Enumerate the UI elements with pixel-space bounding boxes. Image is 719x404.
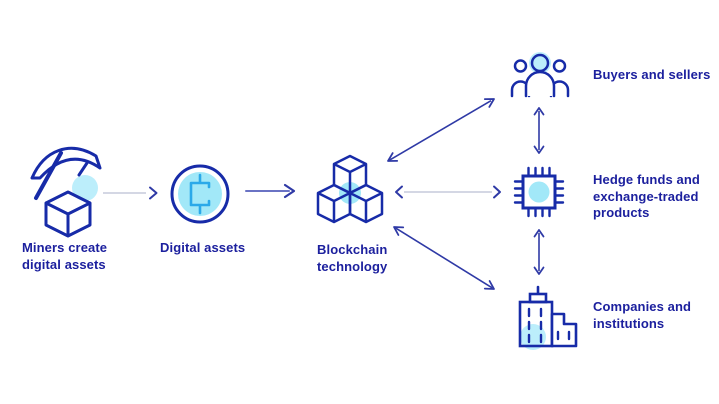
chip-icon — [513, 166, 565, 218]
arrow-blockchain-hedge-double — [395, 185, 501, 199]
arrow-blockchain-companies-double — [393, 226, 495, 290]
companies-label: Companies and institutions — [593, 299, 692, 331]
people-icon — [510, 52, 570, 98]
buildings-icon — [518, 285, 578, 350]
coin-icon — [170, 164, 230, 224]
blockchain-label: Blockchain technology — [317, 242, 388, 274]
pickaxe-cube-icon — [30, 146, 102, 238]
arrow-blockchain-buyers-double — [387, 98, 495, 162]
hedge-funds-label: Hedge funds and exchange-traded products — [593, 172, 700, 220]
miners-label: Miners create digital assets — [22, 240, 108, 272]
arrow-hedge-companies-double — [533, 229, 545, 275]
cubes-icon — [316, 154, 384, 224]
arrow-miners-to-digital-assets — [103, 186, 158, 200]
arrow-buyers-hedge-double — [533, 107, 545, 154]
buyers-sellers-label: Buyers and sellers — [593, 67, 711, 82]
arrow-digital-assets-to-blockchain — [245, 183, 296, 199]
digital-assets-label: Digital assets — [160, 240, 246, 255]
